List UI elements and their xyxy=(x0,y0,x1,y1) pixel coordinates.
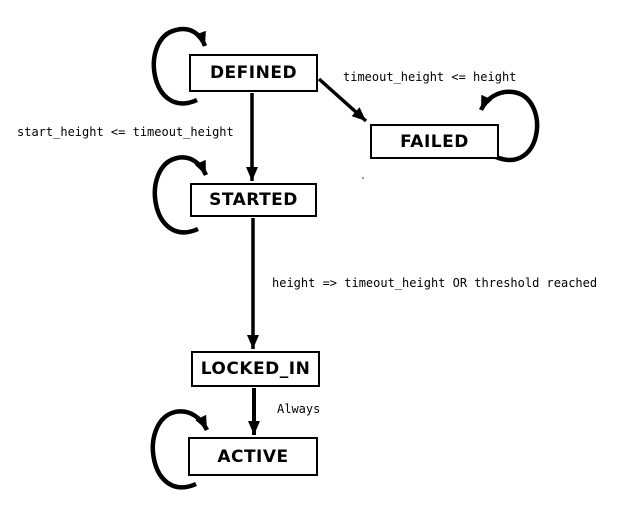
stray-dot xyxy=(362,177,364,179)
state-box-defined: DEFINED xyxy=(189,54,318,92)
state-box-active: ACTIVE xyxy=(188,437,318,476)
state-box-started: STARTED xyxy=(190,183,317,217)
state-label-started: STARTED xyxy=(209,190,298,210)
state-label-active: ACTIVE xyxy=(217,446,289,467)
transition-label-defined-failed: timeout_height <= height xyxy=(343,70,517,84)
state-label-failed: FAILED xyxy=(400,131,469,152)
transition-arrow-defined-failed xyxy=(317,77,368,123)
self-loop-arrow-started xyxy=(152,155,209,235)
self-loop-arrow-active xyxy=(150,409,210,490)
state-label-locked-in: LOCKED_IN xyxy=(200,359,311,379)
state-box-failed: FAILED xyxy=(370,124,499,159)
transition-label-defined-started: start_height <= timeout_height xyxy=(17,125,234,139)
state-box-locked-in: LOCKED_IN xyxy=(191,351,320,387)
transition-label-started-lockedin: height => timeout_height OR threshold re… xyxy=(272,276,598,290)
transition-label-lockedin-active: Always xyxy=(277,402,321,416)
state-label-defined: DEFINED xyxy=(209,63,298,83)
self-loop-arrow-defined xyxy=(151,26,208,106)
self-loop-arrow-failed xyxy=(478,89,540,162)
